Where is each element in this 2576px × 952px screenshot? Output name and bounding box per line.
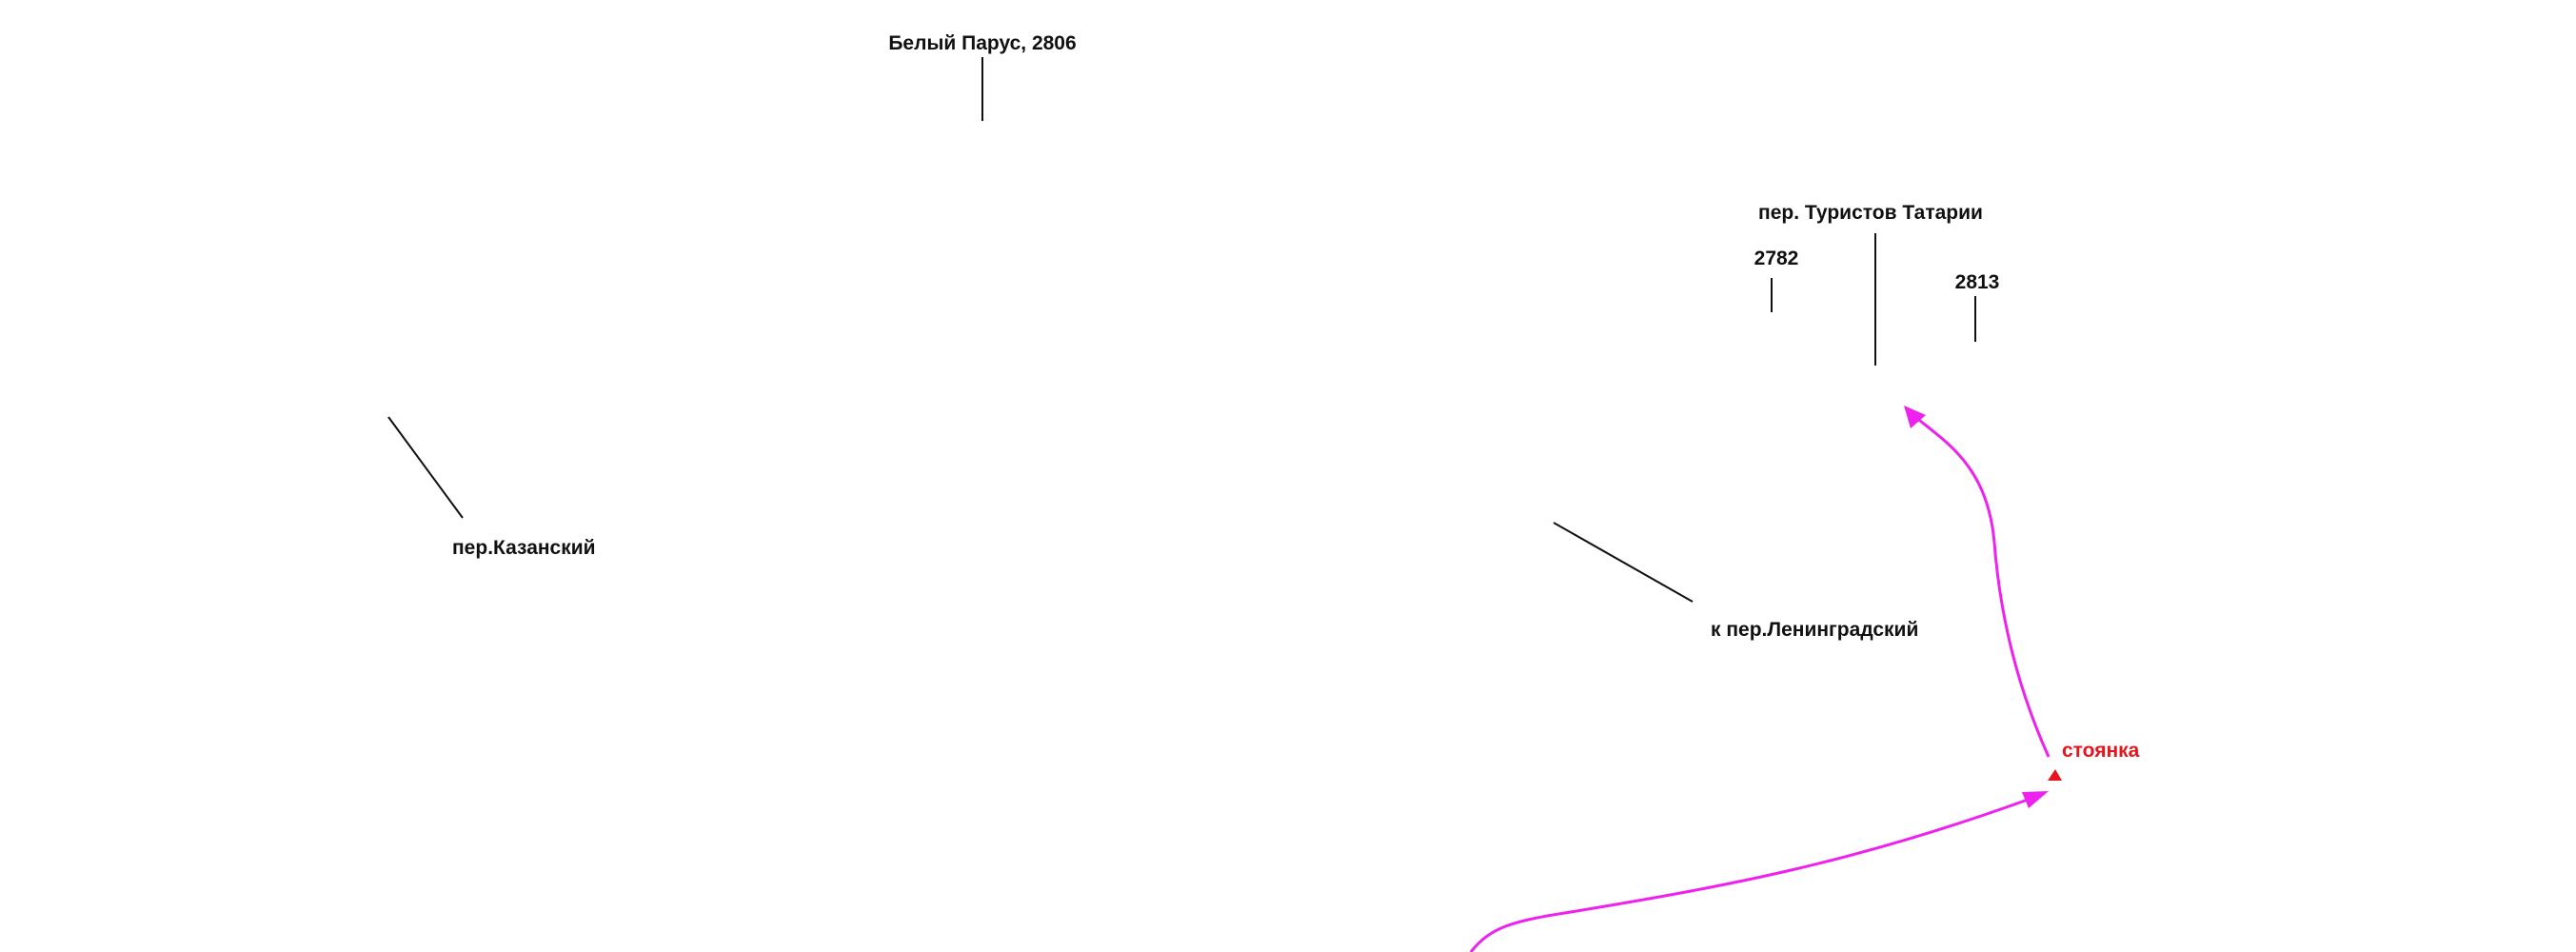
label-peak-2813: 2813 <box>1955 271 2000 293</box>
label-peak-2782: 2782 <box>1754 248 1799 269</box>
label-bely-parus: Белый Парус, 2806 <box>888 32 1076 54</box>
label-k-per-leningradsky: к пер.Ленинградский <box>1711 619 1918 641</box>
route-arrowhead-icon-to-pass <box>1904 406 1926 428</box>
label-per-kazansky: пер.Казанский <box>452 537 596 559</box>
leader-line-per-kazansky <box>387 416 464 519</box>
label-per-turistov-tatarii: пер. Туристов Татарии <box>1758 202 1983 224</box>
camp-marker-icon <box>2048 769 2062 781</box>
leader-line-k-per-leningradsky <box>1553 522 1694 603</box>
route-line-to-pass <box>1914 415 2051 758</box>
label-stoyanka: стоянка <box>2062 740 2140 762</box>
route-line-to-camp <box>1469 798 2029 952</box>
route-arrowhead-icon-to-camp <box>2022 791 2049 808</box>
